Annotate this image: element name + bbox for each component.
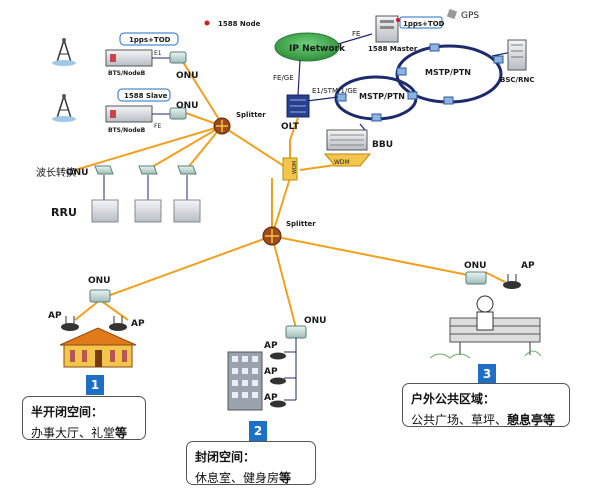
zone2-building-icon bbox=[227, 351, 263, 411]
onu-icon-top-1 bbox=[169, 51, 187, 64]
zone2-desc: 休息室、健身房等 bbox=[195, 469, 307, 486]
rru-box-3 bbox=[173, 199, 201, 223]
mstp-label-2: MSTP/PTN bbox=[359, 92, 405, 101]
zone3-ap-icon bbox=[503, 274, 521, 289]
zone2-onu-icon bbox=[285, 325, 307, 339]
splitter-icon-upper bbox=[213, 117, 231, 135]
bts-icon-1 bbox=[105, 49, 153, 67]
bsc-rack bbox=[507, 39, 527, 71]
splitter-upper-label: Splitter bbox=[236, 111, 266, 119]
ip-network-cloud: IP Network bbox=[274, 32, 346, 62]
e1-label: E1 bbox=[154, 50, 162, 57]
zone2-title: 封闭空间： bbox=[195, 450, 256, 464]
onu-icon-rru-2 bbox=[138, 165, 158, 175]
ip-network-label: IP Network bbox=[289, 44, 346, 54]
master-server bbox=[375, 15, 400, 43]
fe-ge-label: FE/GE bbox=[273, 74, 294, 82]
fe-link-label: FE bbox=[352, 30, 360, 38]
tower-icon-1 bbox=[52, 38, 76, 66]
zone3-desc-bold: 憩息亭等 bbox=[507, 413, 556, 427]
zone1-desc-box: 半开闭空间： 办事大厅、礼堂等 bbox=[22, 396, 146, 440]
zone2-desc-text: 休息室、健身房 bbox=[195, 471, 280, 485]
bbu-device bbox=[326, 129, 368, 151]
rru-onu-label: ONU bbox=[66, 168, 89, 178]
rru-box-1 bbox=[91, 199, 119, 223]
bts2-label: BTS/NodeB bbox=[108, 127, 146, 134]
zone2-number-badge: 2 bbox=[249, 421, 267, 441]
slave-label: 1588 Slave bbox=[124, 92, 168, 100]
splitter-icon-center bbox=[262, 226, 282, 246]
mstp-ring-large bbox=[395, 43, 504, 105]
zone2-ap-label-3: AP bbox=[264, 393, 278, 403]
master-label: 1588 Master bbox=[368, 45, 418, 53]
zone2-ap-icon-3 bbox=[270, 400, 286, 408]
zone2-ap-label: AP bbox=[264, 341, 278, 351]
onu2-label: ONU bbox=[176, 101, 199, 111]
zone3-desc-box: 户外公共区域： 公共广场、草坪、憩息亭等 bbox=[402, 383, 570, 427]
zone3-title: 户外公共区域： bbox=[411, 392, 496, 406]
node-legend-icon bbox=[204, 20, 210, 26]
bbu-label: BBU bbox=[372, 140, 393, 150]
mstp-label-1: MSTP/PTN bbox=[425, 68, 471, 77]
zone1-ap-left-label: AP bbox=[48, 311, 62, 321]
zone2-ap-icon-1 bbox=[270, 352, 286, 360]
zone2-ap-label-2: AP bbox=[264, 367, 278, 377]
onu-icon-top-2 bbox=[169, 107, 187, 120]
zone1-onu-icon bbox=[89, 289, 111, 303]
onu-icon-rru-3 bbox=[177, 165, 197, 175]
zone1-desc: 办事大厅、礼堂等 bbox=[31, 424, 137, 441]
wdm-left bbox=[282, 157, 298, 181]
master-tod-label: 1pps+TOD bbox=[403, 20, 445, 28]
zone1-building-icon bbox=[59, 327, 137, 368]
zone2-ap-icon-2 bbox=[270, 377, 286, 385]
zone2-desc-box: 封闭空间： 休息室、健身房等 bbox=[186, 441, 316, 485]
fe-label: FE bbox=[154, 123, 161, 130]
mstp-ring-small bbox=[334, 75, 418, 122]
zone3-onu-icon bbox=[465, 271, 487, 285]
wdm-label-right: WDM bbox=[334, 159, 350, 166]
wdm-label-left: WDM bbox=[292, 161, 298, 174]
zone3-desc: 公共广场、草坪、憩息亭等 bbox=[411, 411, 561, 428]
zone2-onu-label: ONU bbox=[304, 316, 327, 326]
node-legend-label: 1588 Node bbox=[218, 20, 261, 28]
zone3-ap-label: AP bbox=[521, 261, 535, 271]
zone3-desc-text: 公共广场、草坪、 bbox=[411, 413, 508, 427]
zone1-ap-right-label: AP bbox=[131, 319, 145, 329]
bsc-label: BSC/RNC bbox=[500, 76, 534, 84]
tod-label-1: 1pps+TOD bbox=[129, 36, 171, 44]
zone3-onu-label: ONU bbox=[464, 261, 487, 271]
zone3-number-badge: 3 bbox=[478, 364, 496, 384]
gps-icon bbox=[446, 8, 458, 20]
onu-icon-rru-1 bbox=[94, 165, 114, 175]
olt-device bbox=[286, 94, 310, 118]
splitter-center-label: Splitter bbox=[286, 220, 316, 228]
rru-label: RRU bbox=[51, 206, 77, 219]
zone1-ap-icon-left bbox=[61, 316, 79, 331]
onu1-label: ONU bbox=[176, 71, 199, 81]
zone1-title: 半开闭空间： bbox=[31, 405, 104, 419]
zone1-ap-icon-right bbox=[109, 316, 127, 331]
zone1-desc-bold: 等 bbox=[115, 426, 128, 440]
zone1-number-badge: 1 bbox=[86, 375, 104, 395]
bts1-label: BTS/NodeB bbox=[108, 70, 146, 77]
tower-icon-2 bbox=[52, 94, 76, 122]
zone3-park-bench-icon bbox=[429, 295, 542, 359]
zone1-desc-text: 办事大厅、礼堂 bbox=[31, 426, 116, 440]
zone1-onu-label: ONU bbox=[88, 276, 111, 286]
bts-icon-2 bbox=[105, 105, 153, 123]
gps-label: GPS bbox=[461, 11, 479, 21]
wavelength-label: 波长转换 bbox=[36, 166, 76, 179]
zone2-desc-bold: 等 bbox=[279, 471, 292, 485]
rru-box-2 bbox=[134, 199, 162, 223]
fiber-links bbox=[74, 61, 506, 329]
wdm-right bbox=[323, 153, 372, 167]
e1-stm-label: E1/STM-1/GE bbox=[312, 87, 357, 95]
olt-label: OLT bbox=[281, 122, 300, 132]
